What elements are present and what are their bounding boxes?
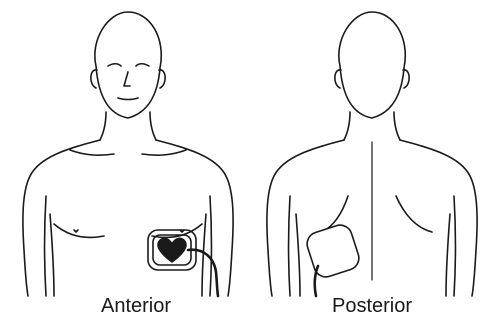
posterior-right-shoulder	[400, 140, 477, 296]
posterior-label: Posterior	[292, 294, 452, 318]
anterior-right-eye	[136, 64, 149, 66]
anterior-right-arm-inner	[210, 196, 212, 296]
posterior-electrode-pad	[304, 222, 362, 280]
anterior-head	[95, 12, 161, 118]
anterior-neck-left	[100, 112, 106, 140]
posterior-torso-left	[296, 214, 300, 296]
posterior-right-scapula	[396, 196, 432, 232]
posterior-lead-wire	[315, 266, 318, 296]
anterior-nose	[124, 72, 130, 86]
anterior-mouth	[118, 98, 138, 100]
posterior-neck-left	[344, 112, 350, 140]
anterior-label: Anterior	[56, 294, 216, 318]
anterior-right-clavicle	[142, 150, 186, 155]
anterior-left-clavicle	[70, 150, 114, 155]
anterior-left-arm-inner	[45, 196, 47, 296]
anterior-figure	[23, 12, 233, 296]
anterior-torso-left	[50, 214, 54, 296]
heart-icon	[158, 238, 186, 262]
posterior-head	[339, 12, 405, 118]
anterior-left-nipple	[74, 230, 78, 232]
anterior-neck-right	[150, 112, 156, 140]
posterior-left-arm-inner	[289, 196, 291, 296]
posterior-figure	[267, 12, 477, 296]
anterior-left-eye	[108, 64, 121, 66]
posterior-torso-right	[446, 214, 450, 296]
posterior-right-arm-inner	[454, 196, 456, 296]
anterior-left-shoulder	[23, 140, 100, 296]
anterior-left-pectoral	[54, 224, 104, 238]
posterior-neck-right	[394, 112, 400, 140]
anterior-right-shoulder	[156, 140, 233, 296]
